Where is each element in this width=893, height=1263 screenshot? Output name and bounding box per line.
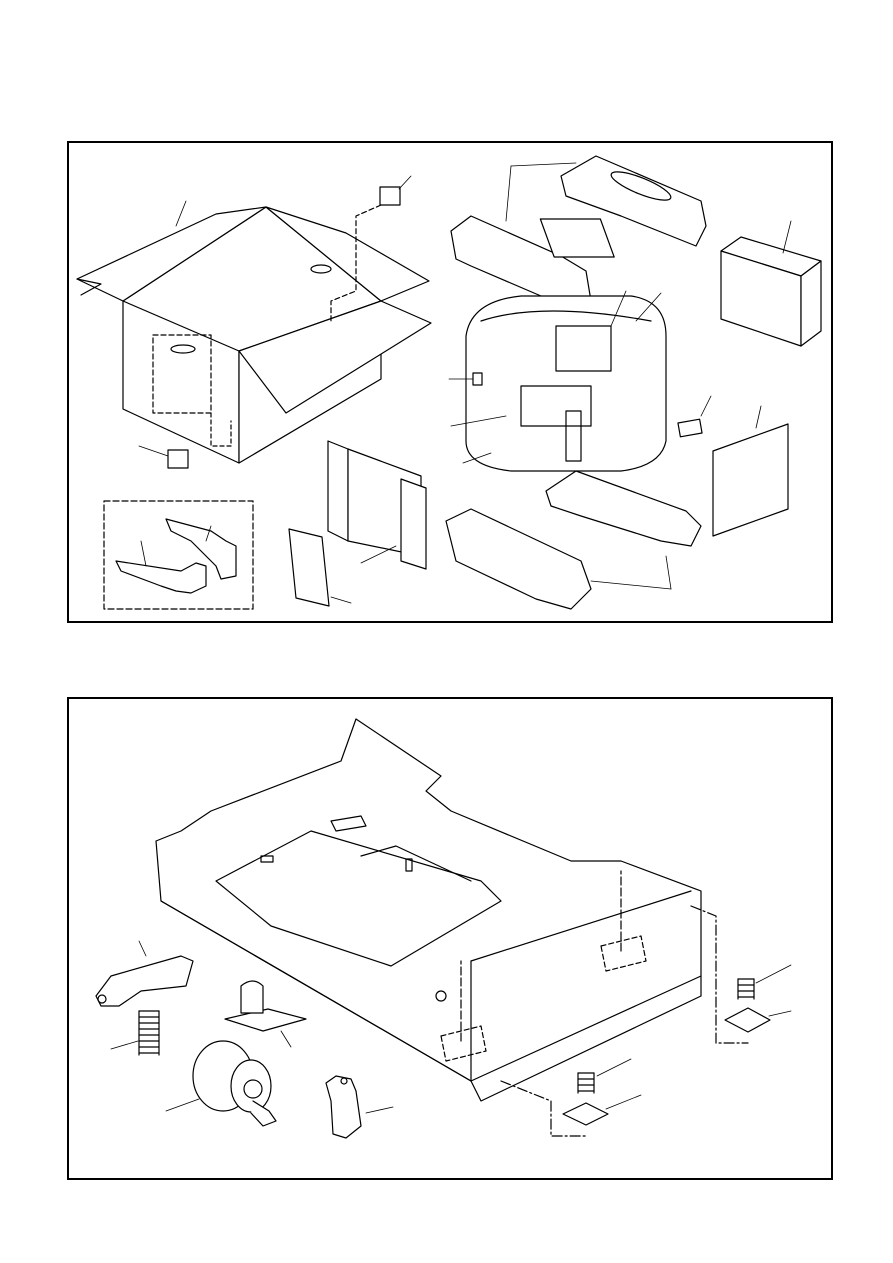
- packing-diagram-panel: [67, 141, 833, 623]
- cardboard-insert-icon: [328, 441, 426, 569]
- foam-cushion-icon: [451, 156, 706, 311]
- bracket-icon: [104, 501, 253, 609]
- foam-cushion-icon: [446, 471, 701, 609]
- pad-icon: [501, 1081, 641, 1136]
- pad-icon: [225, 981, 306, 1047]
- tray-diagram-panel: [67, 697, 833, 1180]
- clip-icon: [326, 1076, 393, 1138]
- printer-icon: [449, 291, 666, 471]
- spring-icon: [578, 1059, 631, 1093]
- box-icon: [721, 221, 821, 346]
- label-icon: [678, 396, 711, 437]
- packing-exploded-view: [69, 143, 831, 621]
- sheet-icon: [713, 406, 788, 536]
- tray-exploded-view: [69, 699, 831, 1178]
- carton-box-icon: [77, 201, 431, 463]
- lever-icon: [96, 941, 193, 1006]
- document-icon: [289, 529, 351, 606]
- label-icon: [139, 176, 411, 468]
- tray-icon: [156, 719, 701, 1101]
- pad-icon: [691, 906, 791, 1043]
- spring-icon: [738, 965, 791, 999]
- roller-icon: [166, 1041, 276, 1126]
- spring-icon: [111, 1011, 159, 1055]
